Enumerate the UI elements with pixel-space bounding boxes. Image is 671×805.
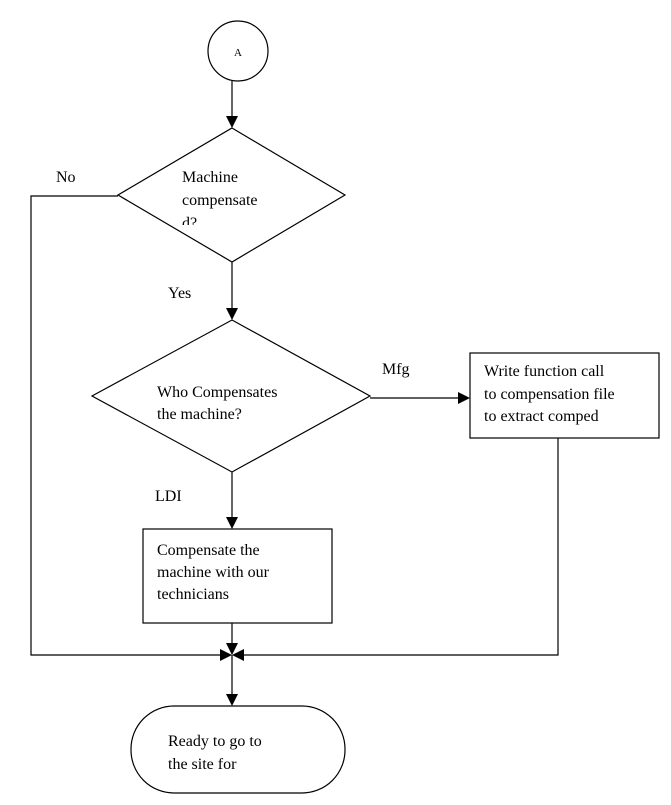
process-compensate-machine: Compensate the machine with our technici… (142, 528, 333, 624)
arrowhead (232, 649, 244, 661)
process-ldi-line-3: technicians (157, 586, 229, 603)
process-ldi-line-2: machine with our (157, 564, 270, 581)
arrowhead (220, 649, 232, 661)
arrowhead (226, 643, 238, 655)
process-mfg-line-2: to compensation file (484, 386, 615, 403)
decision-2-line-2: the machine? (157, 406, 242, 423)
decision-who-compensates: Who Compensates the machine? (90, 319, 372, 473)
decision-1-line-3: d? (182, 215, 197, 232)
arrowhead (226, 694, 238, 706)
decision-1-line-1: Machine (182, 169, 238, 186)
arrowhead (226, 517, 238, 529)
process-ldi-line-1: Compensate the (157, 542, 260, 559)
terminal-line-2: the site for (168, 756, 237, 773)
arrowhead (458, 392, 470, 404)
decision-2-line-1: Who Compensates (157, 384, 277, 401)
arrowhead (226, 308, 238, 320)
decision-1-line-2: compensate (182, 192, 258, 209)
edge-label-ldi: LDI (155, 488, 182, 505)
mfg-return-path (242, 438, 559, 656)
connector-label: A (234, 47, 242, 59)
decision-machine-compensated: Machine compensate d? (116, 127, 347, 263)
process-mfg-line-1: Write function call (484, 363, 605, 380)
connector-a: A (207, 20, 269, 82)
no-path (30, 195, 222, 656)
terminal-ready: Ready to go to the site for (130, 705, 346, 794)
edge-label-yes: Yes (168, 285, 191, 302)
arrowhead (226, 116, 238, 128)
edge-label-no: No (56, 169, 76, 186)
terminal-line-1: Ready to go to (168, 733, 262, 750)
process-write-function-call: Write function call to compensation file… (469, 352, 660, 439)
edge-label-mfg: Mfg (382, 361, 410, 378)
process-mfg-line-3: to extract comped (484, 408, 599, 425)
